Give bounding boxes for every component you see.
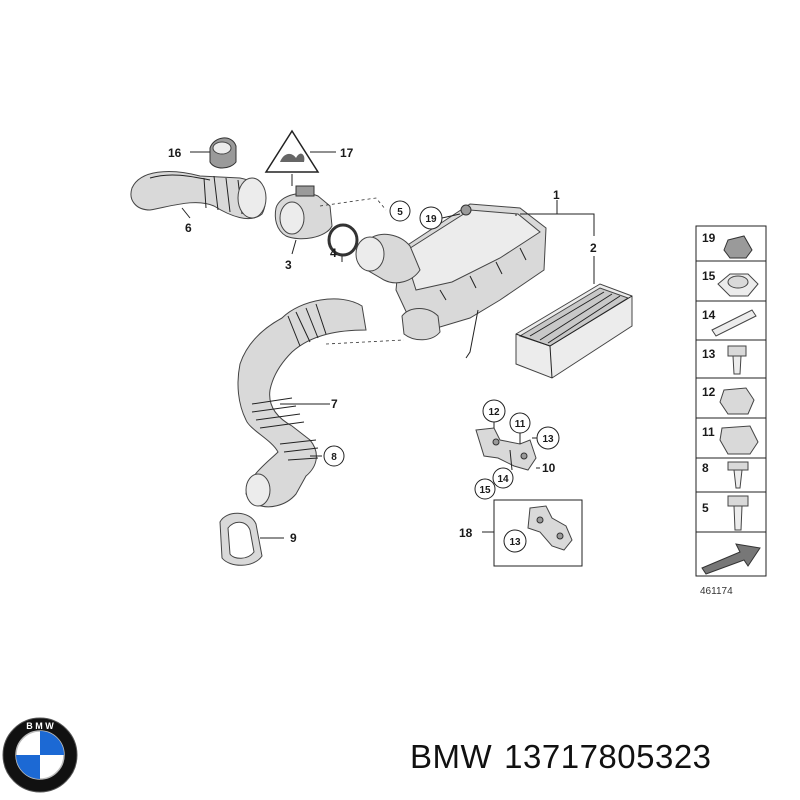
callout-13-a: 13 — [542, 434, 554, 445]
callout-11: 11 — [515, 419, 526, 430]
callout-17: 17 — [340, 146, 354, 160]
seal-ring-part — [327, 223, 359, 257]
grommet-part — [209, 137, 237, 169]
diagram-code: 461174 — [700, 586, 733, 597]
svg-text:B M W: B M W — [26, 721, 54, 731]
fastener-panel: 19 15 14 13 12 11 8 5 — [695, 225, 767, 577]
panel-label-12: 12 — [702, 385, 716, 399]
air-mass-meter-part — [274, 185, 333, 240]
callout-4: 4 — [330, 246, 337, 260]
callout-16: 16 — [168, 146, 182, 160]
panel-label-11: 11 — [702, 425, 715, 439]
air-filter-housing-part — [355, 203, 547, 359]
panel-label-15: 15 — [702, 269, 716, 283]
callout-12: 12 — [488, 407, 500, 418]
bracket-detail-part — [527, 505, 573, 551]
part-number: 13717805323 — [504, 738, 712, 775]
warning-label-part — [264, 129, 320, 173]
callout-9: 9 — [290, 531, 297, 545]
filter-element-part — [515, 283, 633, 379]
air-duct-part — [237, 298, 367, 508]
intake-hose-part — [130, 171, 267, 219]
bracket-assembly-part — [475, 412, 537, 471]
leader-lines — [181, 151, 595, 539]
callout-8: 8 — [331, 452, 337, 463]
part-caption: BMW 13717805323 — [410, 738, 724, 776]
callout-7: 7 — [331, 397, 338, 411]
callout-14: 14 — [497, 474, 509, 485]
callout-3: 3 — [285, 258, 292, 272]
brand-name: BMW — [410, 738, 493, 775]
panel-label-5: 5 — [702, 501, 709, 515]
callout-13-b: 13 — [509, 537, 521, 548]
gasket-part — [219, 512, 263, 566]
bmw-logo: B M W — [2, 717, 78, 793]
callout-6: 6 — [185, 221, 192, 235]
panel-label-19: 19 — [702, 231, 716, 245]
callout-10: 10 — [542, 461, 556, 475]
panel-label-8: 8 — [702, 461, 709, 475]
callout-2: 2 — [590, 241, 597, 255]
callout-labels: 16 17 6 3 4 1 2 7 9 10 18 5 19 8 12 11 1… — [168, 146, 597, 553]
callout-18: 18 — [459, 526, 473, 540]
callout-1: 1 — [553, 188, 560, 202]
panel-label-14: 14 — [702, 308, 716, 322]
panel-label-13: 13 — [702, 347, 716, 361]
callout-19: 19 — [425, 214, 437, 225]
callout-15: 15 — [479, 485, 491, 496]
callout-5: 5 — [397, 207, 403, 218]
